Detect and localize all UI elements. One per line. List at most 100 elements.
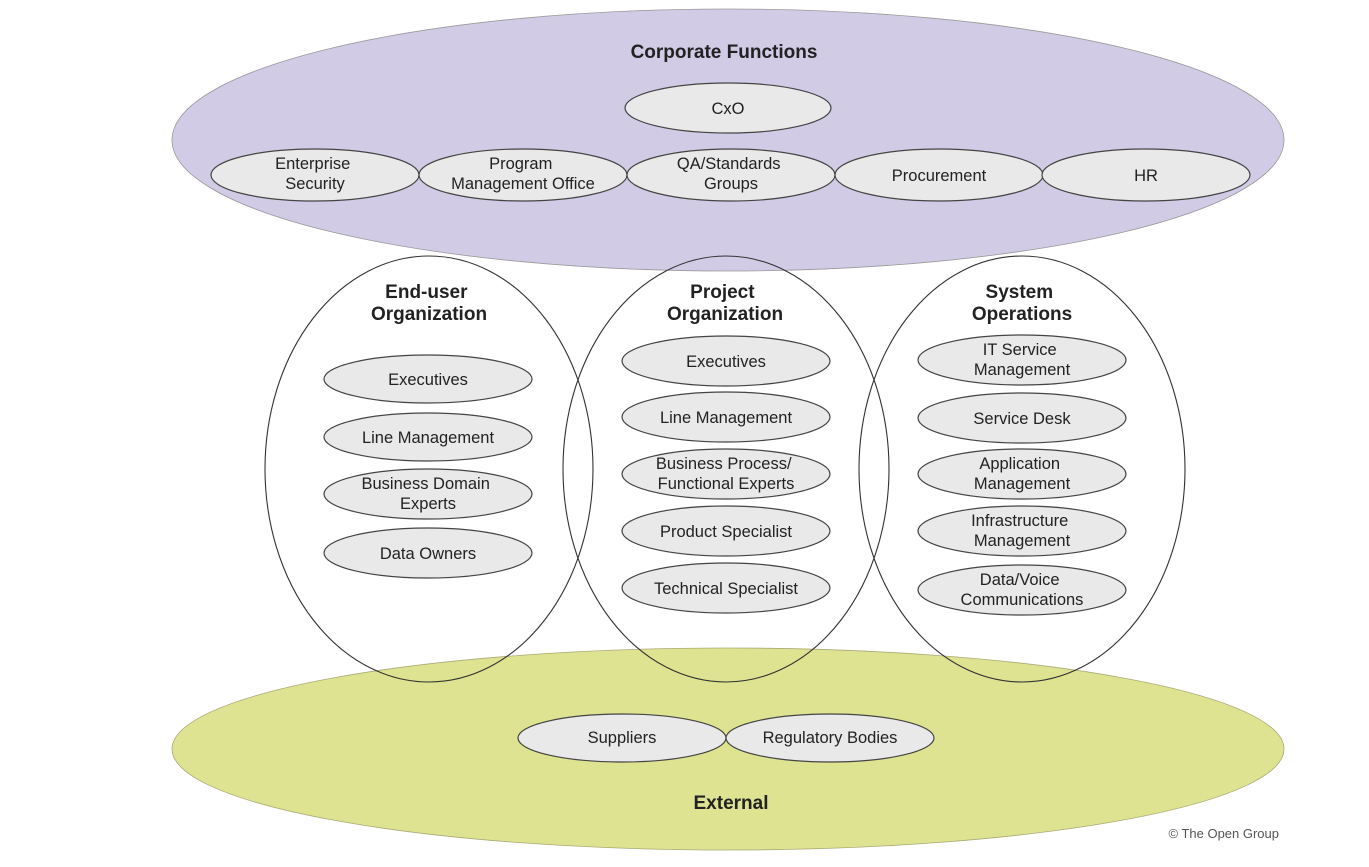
- external-group: External Suppliers Regulatory Bodies: [171, 647, 1285, 851]
- node-data-owners[interactable]: Data Owners: [323, 527, 533, 579]
- node-data-owners-label: Data Owners: [380, 545, 476, 563]
- copyright-notice: © The Open Group: [1168, 826, 1279, 841]
- node-hr[interactable]: HR: [1041, 148, 1251, 202]
- node-data-owners-shape: [323, 527, 533, 579]
- project-title-line2: Organization: [667, 304, 783, 325]
- node-infrastructure-management-label: Infrastructure Management: [971, 512, 1073, 550]
- node-data-voice-communications-shape: [917, 564, 1127, 616]
- node-cxo-label: CxO: [712, 100, 745, 118]
- node-pmo-line1: Program: [489, 155, 552, 173]
- node-app-mgmt-line1: Application: [979, 455, 1060, 473]
- node-business-process-experts-shape: [621, 448, 831, 500]
- node-qa-line1: QA/Standards: [677, 155, 781, 173]
- node-service-desk-label: Service Desk: [973, 410, 1071, 428]
- node-enterprise-security-label: Enterprise Security: [275, 155, 355, 193]
- project-organization-group: Project Organization Executives Line Man…: [621, 282, 831, 614]
- node-project-executives[interactable]: Executives: [621, 335, 831, 387]
- system-ops-title-line1: System: [986, 282, 1054, 303]
- node-infrastructure-management-shape: [917, 505, 1127, 557]
- node-data-voice-communications[interactable]: Data/Voice Communications: [917, 564, 1127, 616]
- end-user-title-line2: Organization: [371, 304, 487, 325]
- node-technical-specialist-label: Technical Specialist: [654, 580, 798, 598]
- node-infra-mgmt-line2: Management: [974, 532, 1071, 550]
- system-operations-title: System Operations: [972, 282, 1072, 325]
- node-hr-shape: [1041, 148, 1251, 202]
- node-qa-label: QA/Standards Groups: [677, 155, 785, 193]
- system-ops-title-line2: Operations: [972, 304, 1072, 325]
- end-user-title-line1: End-user: [385, 282, 468, 303]
- node-product-specialist-shape: [621, 505, 831, 557]
- node-application-management[interactable]: Application Management: [917, 448, 1127, 500]
- node-itsm-line2: Management: [974, 361, 1071, 379]
- node-regulatory-bodies[interactable]: Regulatory Bodies: [725, 713, 935, 763]
- node-enterprise-security[interactable]: Enterprise Security: [210, 148, 420, 202]
- node-end-user-line-management-shape: [323, 412, 533, 462]
- node-hr-label: HR: [1134, 167, 1158, 185]
- node-end-user-line-management[interactable]: Line Management: [323, 412, 533, 462]
- node-technical-specialist[interactable]: Technical Specialist: [621, 562, 831, 614]
- node-service-desk[interactable]: Service Desk: [917, 392, 1127, 444]
- corporate-functions-region: [171, 8, 1285, 272]
- node-infra-mgmt-line1: Infrastructure: [971, 512, 1068, 530]
- end-user-organization-outline: [264, 255, 594, 683]
- node-project-line-management-shape: [621, 391, 831, 443]
- node-procurement[interactable]: Procurement: [834, 148, 1044, 202]
- node-end-user-executives-shape: [323, 354, 533, 404]
- node-enterprise-security-line2: Security: [285, 175, 345, 193]
- node-application-management-shape: [917, 448, 1127, 500]
- node-data-voice-communications-label: Data/Voice Communications: [961, 571, 1084, 609]
- node-cxo[interactable]: CxO: [624, 82, 832, 134]
- system-operations-outline: [858, 255, 1186, 683]
- project-organization-title: Project Organization: [667, 282, 783, 325]
- node-end-user-executives[interactable]: Executives: [323, 354, 533, 404]
- node-it-service-management[interactable]: IT Service Management: [917, 334, 1127, 386]
- node-regulatory-label: Regulatory Bodies: [763, 729, 898, 747]
- node-enterprise-security-line1: Enterprise: [275, 155, 350, 173]
- node-business-process-experts-line1: Business Process/: [656, 455, 792, 473]
- node-it-service-management-shape: [917, 334, 1127, 386]
- node-business-domain-experts-line1: Business Domain: [362, 475, 490, 493]
- corporate-functions-title: Corporate Functions: [631, 42, 818, 63]
- node-procurement-label: Procurement: [892, 167, 987, 185]
- node-end-user-executives-label: Executives: [388, 371, 468, 389]
- node-suppliers-label: Suppliers: [588, 729, 657, 747]
- node-business-domain-experts[interactable]: Business Domain Experts: [323, 468, 533, 520]
- node-end-user-line-management-label: Line Management: [362, 429, 495, 447]
- node-infrastructure-management[interactable]: Infrastructure Management: [917, 505, 1127, 557]
- node-itsm-line1: IT Service: [983, 341, 1057, 359]
- project-organization-outline: [562, 255, 890, 683]
- node-application-management-label: Application Management: [974, 455, 1071, 493]
- node-product-specialist-label: Product Specialist: [660, 523, 792, 541]
- node-project-line-management-label: Line Management: [660, 409, 793, 427]
- node-business-process-experts-label: Business Process/ Functional Experts: [656, 455, 796, 493]
- node-technical-specialist-shape: [621, 562, 831, 614]
- node-regulatory-shape: [725, 713, 935, 763]
- node-business-process-experts-line2: Functional Experts: [658, 475, 795, 493]
- corporate-functions-group: Corporate Functions CxO Enterprise Secur…: [171, 8, 1285, 272]
- node-cxo-shape: [624, 82, 832, 134]
- end-user-organization-group: End-user Organization Executives Line Ma…: [323, 282, 533, 579]
- node-service-desk-shape: [917, 392, 1127, 444]
- node-it-service-management-label: IT Service Management: [974, 341, 1071, 379]
- node-qa-standards-groups[interactable]: QA/Standards Groups: [626, 148, 836, 202]
- node-project-line-management[interactable]: Line Management: [621, 391, 831, 443]
- node-product-specialist[interactable]: Product Specialist: [621, 505, 831, 557]
- node-business-domain-experts-shape: [323, 468, 533, 520]
- node-qa-line2: Groups: [704, 175, 758, 193]
- node-business-process-experts[interactable]: Business Process/ Functional Experts: [621, 448, 831, 500]
- node-data-voice-line2: Communications: [961, 591, 1084, 609]
- node-pmo-line2: Management Office: [451, 175, 595, 193]
- node-project-executives-shape: [621, 335, 831, 387]
- end-user-organization-title: End-user Organization: [371, 282, 487, 325]
- project-title-line1: Project: [690, 282, 755, 303]
- external-region: [171, 647, 1285, 851]
- node-project-executives-label: Executives: [686, 353, 766, 371]
- external-title: External: [694, 793, 769, 814]
- node-app-mgmt-line2: Management: [974, 475, 1071, 493]
- node-business-domain-experts-line2: Experts: [400, 495, 456, 513]
- node-suppliers[interactable]: Suppliers: [517, 713, 727, 763]
- node-pmo-label: Program Management Office: [451, 155, 595, 193]
- system-operations-group: System Operations IT Service Management …: [917, 282, 1127, 616]
- node-program-management-office[interactable]: Program Management Office: [418, 148, 628, 202]
